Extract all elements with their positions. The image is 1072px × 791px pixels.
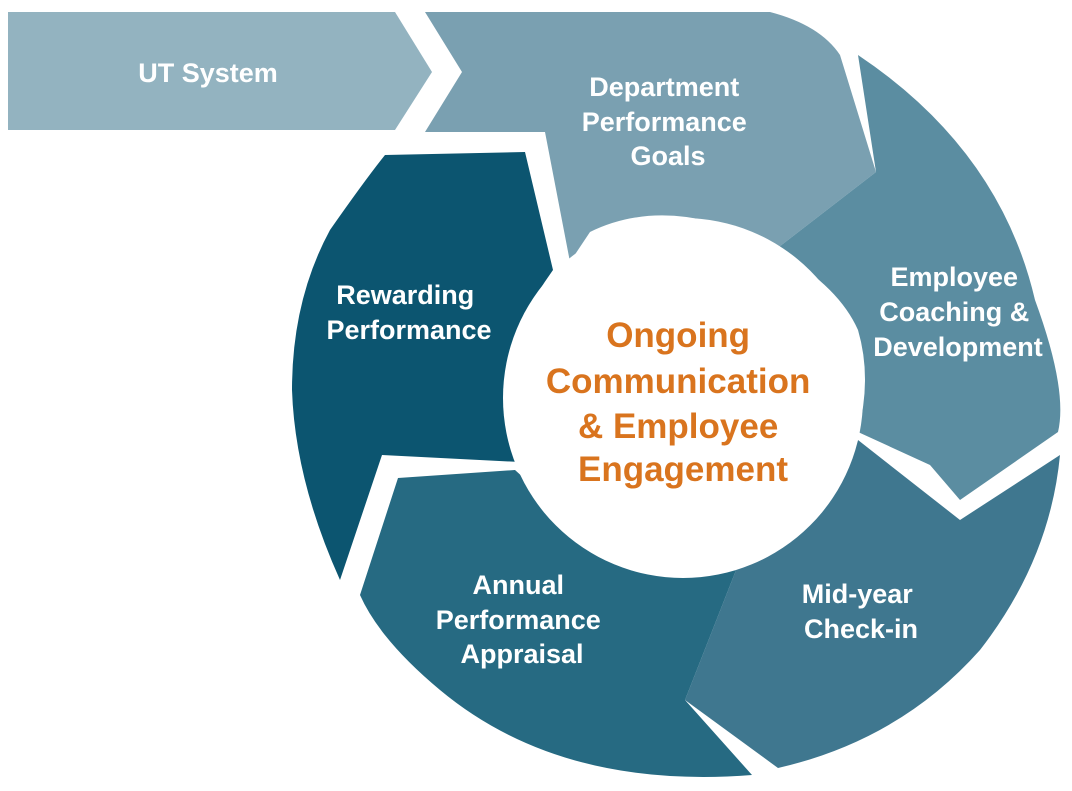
department-goals-label-line-2: Performance: [582, 107, 747, 137]
rewarding-performance-label: Rewarding Performance: [326, 280, 491, 345]
department-goals-shape: [425, 12, 876, 262]
mid-year-check-in-label-line-2: Check-in: [804, 614, 918, 644]
segment-mid-year-check-in: Mid-year Check-in: [685, 440, 1060, 768]
segment-rewarding-performance: Rewarding Performance: [292, 152, 553, 580]
center-label: Ongoing Communication & Employee Engagem…: [546, 316, 820, 489]
department-goals-label-line-1: Department: [589, 72, 739, 102]
segment-department-performance-goals: Department Performance Goals: [425, 12, 876, 262]
ut-system-label-line-1: UT System: [138, 58, 278, 88]
mid-year-check-in-label: Mid-year Check-in: [802, 579, 921, 644]
segment-employee-coaching-development: Employee Coaching & Development: [775, 55, 1061, 500]
coaching-development-label-line-1: Employee: [890, 262, 1018, 292]
coaching-development-shape: [775, 55, 1061, 500]
coaching-development-label: Employee Coaching & Development: [873, 262, 1043, 362]
mid-year-check-in-label-line-1: Mid-year: [802, 579, 914, 609]
annual-appraisal-label-line-3: Appraisal: [460, 639, 583, 669]
annual-appraisal-label: Annual Performance Appraisal: [436, 570, 609, 669]
rewarding-performance-label-line-2: Performance: [326, 315, 491, 345]
coaching-development-label-line-3: Development: [873, 332, 1043, 362]
center-hub: Ongoing Communication & Employee Engagem…: [503, 218, 863, 578]
ut-system-arrow-shape: [8, 12, 432, 130]
center-label-line-2: Communication: [546, 362, 810, 401]
ut-system-label: UT System: [138, 58, 278, 88]
center-label-line-1: Ongoing: [606, 316, 750, 355]
center-label-line-4: Engagement: [578, 450, 788, 489]
department-goals-label: Department Performance Goals: [582, 72, 755, 171]
rewarding-performance-shape: [292, 152, 553, 580]
coaching-development-label-line-2: Coaching &: [879, 297, 1029, 327]
annual-appraisal-label-line-2: Performance: [436, 605, 601, 635]
rewarding-performance-label-line-1: Rewarding: [336, 280, 474, 310]
mid-year-check-in-shape: [685, 440, 1060, 768]
segment-ut-system: UT System: [8, 12, 432, 130]
department-goals-label-line-3: Goals: [630, 141, 705, 171]
center-circle: [503, 218, 863, 578]
center-label-line-3: & Employee: [578, 407, 778, 446]
annual-appraisal-label-line-1: Annual: [472, 570, 564, 600]
